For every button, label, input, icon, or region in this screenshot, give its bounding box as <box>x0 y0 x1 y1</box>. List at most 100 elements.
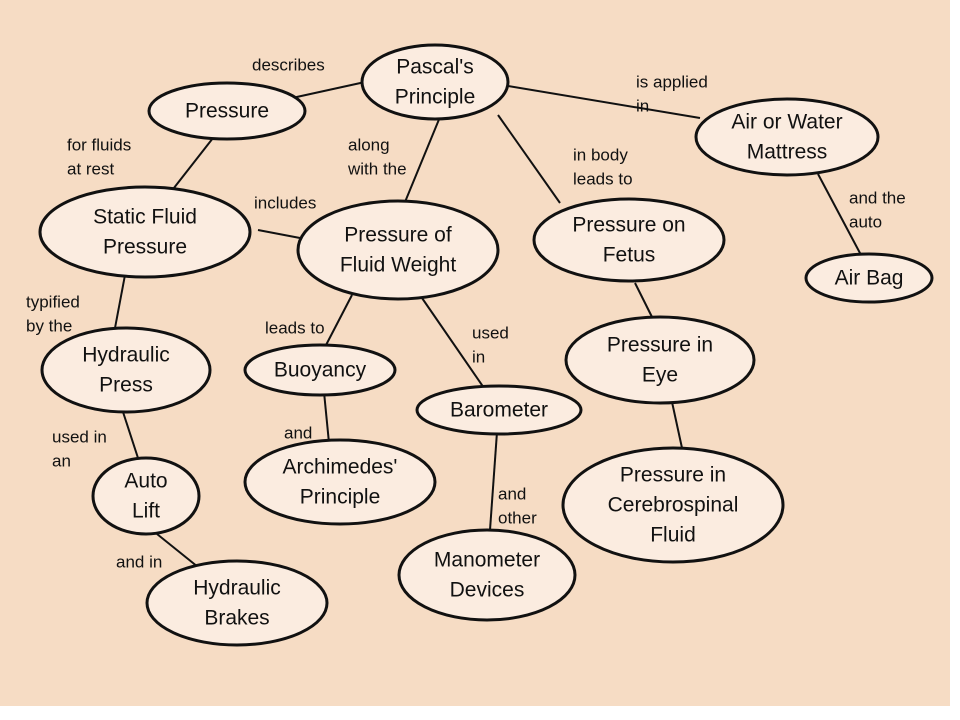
link-label-used-in: used <box>472 324 509 343</box>
node-label-line: Cerebrospinal <box>608 494 739 517</box>
node-buoyancy: Buoyancy <box>243 343 397 397</box>
link-label-typified-by-the: typified <box>26 293 80 312</box>
edge-barometer-manometer <box>489 431 498 531</box>
link-label-leads-to: leads to <box>265 319 325 338</box>
node-air-bag: Air Bag <box>804 252 934 304</box>
node-label-line: Devices <box>450 579 525 602</box>
node-label-line: Fluid <box>650 524 696 547</box>
link-label-along-with-the: with the <box>347 160 407 179</box>
node-label-line: Pressure in <box>620 464 726 487</box>
node-ellipse <box>296 199 500 301</box>
edge-static-fluidweight <box>257 229 301 239</box>
link-label-used-in: in <box>472 348 485 367</box>
link-label-and-other: and <box>498 485 526 504</box>
node-ellipse <box>40 326 212 414</box>
link-label-and-in: and in <box>116 553 162 572</box>
link-label-and: and <box>284 424 312 443</box>
node-label-line: Barometer <box>450 399 548 422</box>
node-ellipse <box>564 315 756 405</box>
edge-fetus-eye <box>634 282 653 318</box>
node-pressure-fluid-weight: Pressure of Fluid Weight <box>296 199 500 301</box>
link-label-includes: includes <box>254 194 316 213</box>
edge-pascal-mattress <box>507 85 701 119</box>
connection-lines <box>114 81 862 568</box>
node-label-line: Pressure in <box>607 334 713 357</box>
node-label-line: Manometer <box>434 549 540 572</box>
node-ellipse <box>397 528 577 622</box>
node-label-line: Hydraulic <box>193 577 281 600</box>
node-label-line: Air or Water <box>731 111 842 134</box>
link-label-used-in-an: used in <box>52 428 107 447</box>
node-label-line: Lift <box>132 500 160 523</box>
edge-mattress-airbag <box>817 173 862 256</box>
node-label-line: Hydraulic <box>82 344 170 367</box>
edge-buoyancy-archimedes <box>323 391 330 444</box>
edge-eye-csf <box>671 401 683 449</box>
node-ellipse <box>243 438 437 526</box>
link-label-and-the-auto: auto <box>849 213 882 232</box>
node-label-line: Pressure of <box>344 224 452 247</box>
node-ellipse <box>243 343 397 397</box>
edge-pascal-fluidweight <box>404 116 441 203</box>
node-label-line: Buoyancy <box>274 359 367 382</box>
edge-pascal-fetus <box>497 114 561 204</box>
bottom-margin <box>0 706 960 720</box>
node-label-line: Air Bag <box>835 267 904 290</box>
link-label-for-fluids-at-rest: for fluids <box>67 136 131 155</box>
edge-static-hydraulicpress <box>114 274 126 329</box>
edge-fluidweight-barometer <box>421 297 485 389</box>
node-ellipse <box>145 559 329 647</box>
node-ellipse <box>804 252 934 304</box>
node-pressure-on-fetus: Pressure on Fetus <box>532 197 726 283</box>
right-margin <box>950 0 960 720</box>
node-ellipse <box>147 81 307 141</box>
node-pressure-in-eye: Pressure in Eye <box>564 315 756 405</box>
node-label-line: Principle <box>395 86 476 109</box>
node-label-line: Mattress <box>747 141 828 164</box>
link-label-along-with-the: along <box>348 136 390 155</box>
edge-pressure-static <box>169 137 214 194</box>
node-label-line: Pressure <box>185 100 269 123</box>
node-label-line: Auto <box>124 470 167 493</box>
link-label-for-fluids-at-rest: at rest <box>67 160 115 179</box>
node-ellipse <box>415 384 583 436</box>
node-label-line: Eye <box>642 364 678 387</box>
node-pressure: Pressure <box>147 81 307 141</box>
node-archimedes-principle: Archimedes' Principle <box>243 438 437 526</box>
node-label-line: Pascal's <box>396 56 474 79</box>
node-label-line: Static Fluid <box>93 206 197 229</box>
link-label-typified-by-the: by the <box>26 317 72 336</box>
link-label-is-applied-in: in <box>636 97 649 116</box>
node-ellipse <box>91 456 201 536</box>
node-barometer: Barometer <box>415 384 583 436</box>
link-label-used-in-an: an <box>52 452 71 471</box>
node-label-line: Pressure <box>103 236 187 259</box>
node-label-line: Fetus <box>603 244 656 267</box>
node-label-line: Archimedes' <box>283 456 398 479</box>
node-ellipse <box>694 97 880 177</box>
link-label-in-body-leads-to: in body <box>573 146 628 165</box>
node-label-line: Principle <box>300 486 381 509</box>
node-ellipse <box>360 43 510 121</box>
link-label-and-other: other <box>498 509 537 528</box>
node-ellipse <box>532 197 726 283</box>
link-label-describes: describes <box>252 56 325 75</box>
link-label-and-the-auto: and the <box>849 189 906 208</box>
edge-hydraulicpress-autolift <box>122 411 139 459</box>
node-ellipse <box>38 185 252 279</box>
node-label-line: Fluid Weight <box>340 254 456 277</box>
edge-fluidweight-buoyancy <box>324 294 353 348</box>
node-label-line: Pressure on <box>572 214 685 237</box>
node-ellipse <box>561 446 785 564</box>
